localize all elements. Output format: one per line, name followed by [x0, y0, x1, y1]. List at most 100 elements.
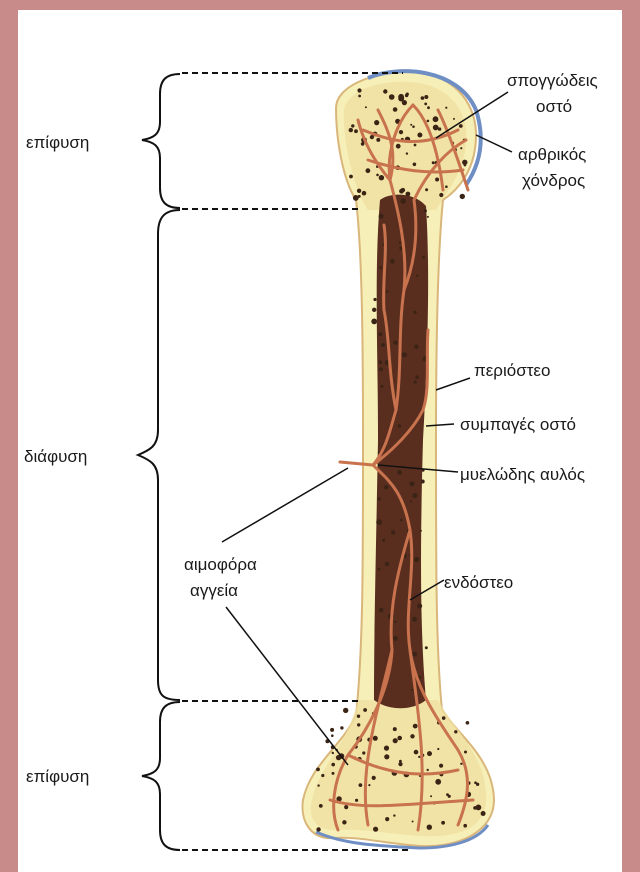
- spongy-pore: [359, 783, 363, 787]
- spongy-pore: [396, 144, 401, 149]
- spongy-pore: [406, 192, 411, 197]
- spongy-pore: [371, 319, 377, 325]
- spongy-pore: [417, 603, 422, 608]
- spongy-pore: [445, 185, 448, 188]
- spongy-pore: [384, 746, 389, 751]
- spongy-pore: [411, 689, 413, 691]
- spongy-pore: [464, 164, 467, 167]
- spongy-pore: [427, 751, 432, 756]
- spongy-pore: [354, 129, 358, 133]
- spongy-pore: [332, 752, 334, 754]
- label-articular-cartilage-line1: αρθρικός: [518, 145, 586, 164]
- spongy-pore: [362, 751, 365, 754]
- spongy-pore: [393, 341, 397, 345]
- spongy-pore: [384, 485, 388, 489]
- spongy-pore: [417, 133, 422, 138]
- spongy-pore: [357, 723, 360, 726]
- spongy-pore: [409, 481, 414, 486]
- brace-epiphysis-top: [142, 74, 180, 208]
- spongy-pore: [424, 95, 428, 99]
- spongy-pore: [384, 754, 389, 759]
- spongy-bone-bottom: [311, 700, 486, 836]
- spongy-pore: [378, 568, 381, 571]
- spongy-pore: [406, 152, 408, 154]
- spongy-pore: [349, 128, 353, 132]
- spongy-pore: [393, 738, 398, 743]
- spongy-pore: [362, 191, 367, 196]
- spongy-pore: [425, 646, 428, 649]
- spongy-pore: [410, 734, 414, 738]
- spongy-pore: [399, 130, 403, 134]
- spongy-pore: [437, 748, 439, 750]
- spongy-pore: [372, 308, 376, 312]
- spongy-pore: [393, 727, 397, 731]
- spongy-pore: [382, 539, 385, 542]
- spongy-pore: [372, 776, 376, 780]
- spongy-pore: [319, 804, 323, 808]
- spongy-pore: [441, 821, 445, 825]
- spongy-pore: [414, 750, 419, 755]
- spongy-pore: [343, 708, 348, 713]
- spongy-pore: [414, 144, 417, 147]
- spongy-pore: [358, 95, 361, 98]
- spongy-pore: [433, 116, 439, 122]
- spongy-pore: [432, 161, 435, 164]
- spongy-pore: [332, 772, 335, 775]
- spongy-pore: [415, 375, 419, 379]
- spongy-pore: [454, 730, 457, 733]
- spongy-pore: [474, 781, 477, 784]
- spongy-pore: [379, 332, 383, 336]
- spongy-pore: [398, 94, 404, 100]
- spongy-pore: [410, 124, 412, 126]
- spongy-pore: [412, 821, 414, 823]
- spongy-pore: [393, 636, 398, 641]
- spongy-pore: [344, 805, 348, 809]
- spongy-pore: [340, 726, 343, 729]
- spongy-pore: [402, 352, 407, 357]
- spongy-pore: [446, 793, 449, 796]
- spongy-pore: [363, 708, 367, 712]
- spongy-pore: [358, 195, 361, 198]
- diagram-frame: επίφυση διάφυση επίφυση σπογγώδεις οστό …: [18, 10, 622, 872]
- label-diaphysis: διάφυση: [24, 447, 87, 466]
- spongy-pore: [349, 175, 353, 179]
- spongy-pore: [421, 480, 425, 484]
- spongy-pore: [373, 827, 378, 832]
- spongy-pore: [316, 768, 320, 772]
- spongy-pore: [445, 107, 447, 109]
- spongy-pore: [439, 764, 443, 768]
- spongy-pore: [379, 608, 384, 613]
- braces: [138, 74, 180, 850]
- spongy-pore: [427, 769, 429, 771]
- spongy-pore: [386, 290, 389, 293]
- spongy-pore: [463, 824, 467, 828]
- spongy-pore: [331, 734, 334, 737]
- spongy-pore: [459, 124, 463, 128]
- spongy-pore: [398, 424, 402, 428]
- spongy-pore: [373, 736, 378, 741]
- spongy-pore: [330, 728, 334, 732]
- label-blood-vessels-line2: αγγεία: [190, 581, 238, 600]
- spongy-pore: [385, 562, 390, 567]
- label-periosteum: περιόστεο: [474, 361, 550, 380]
- spongy-pore: [427, 216, 429, 218]
- spongy-pore: [331, 763, 335, 767]
- spongy-pore: [376, 138, 380, 142]
- spongy-pore: [413, 311, 416, 314]
- spongy-pore: [421, 96, 425, 100]
- spongy-pore: [365, 106, 367, 108]
- label-blood-vessels-line1: αιμοφόρα: [184, 555, 257, 574]
- label-epiphysis-bottom: επίφυση: [26, 767, 89, 786]
- label-endosteum: ενδόστεο: [444, 573, 513, 592]
- spongy-pore: [399, 189, 404, 194]
- spongy-pore: [416, 275, 418, 277]
- spongy-pore: [476, 805, 482, 811]
- spongy-pore: [361, 142, 365, 146]
- spongy-pore: [316, 827, 320, 831]
- spongy-pore: [460, 147, 462, 149]
- spongy-pore: [413, 163, 417, 167]
- spongy-pore: [460, 763, 462, 765]
- spongy-pore: [424, 209, 427, 212]
- label-spongy-bone-line2: οστό: [536, 97, 572, 116]
- spongy-pore: [377, 497, 380, 500]
